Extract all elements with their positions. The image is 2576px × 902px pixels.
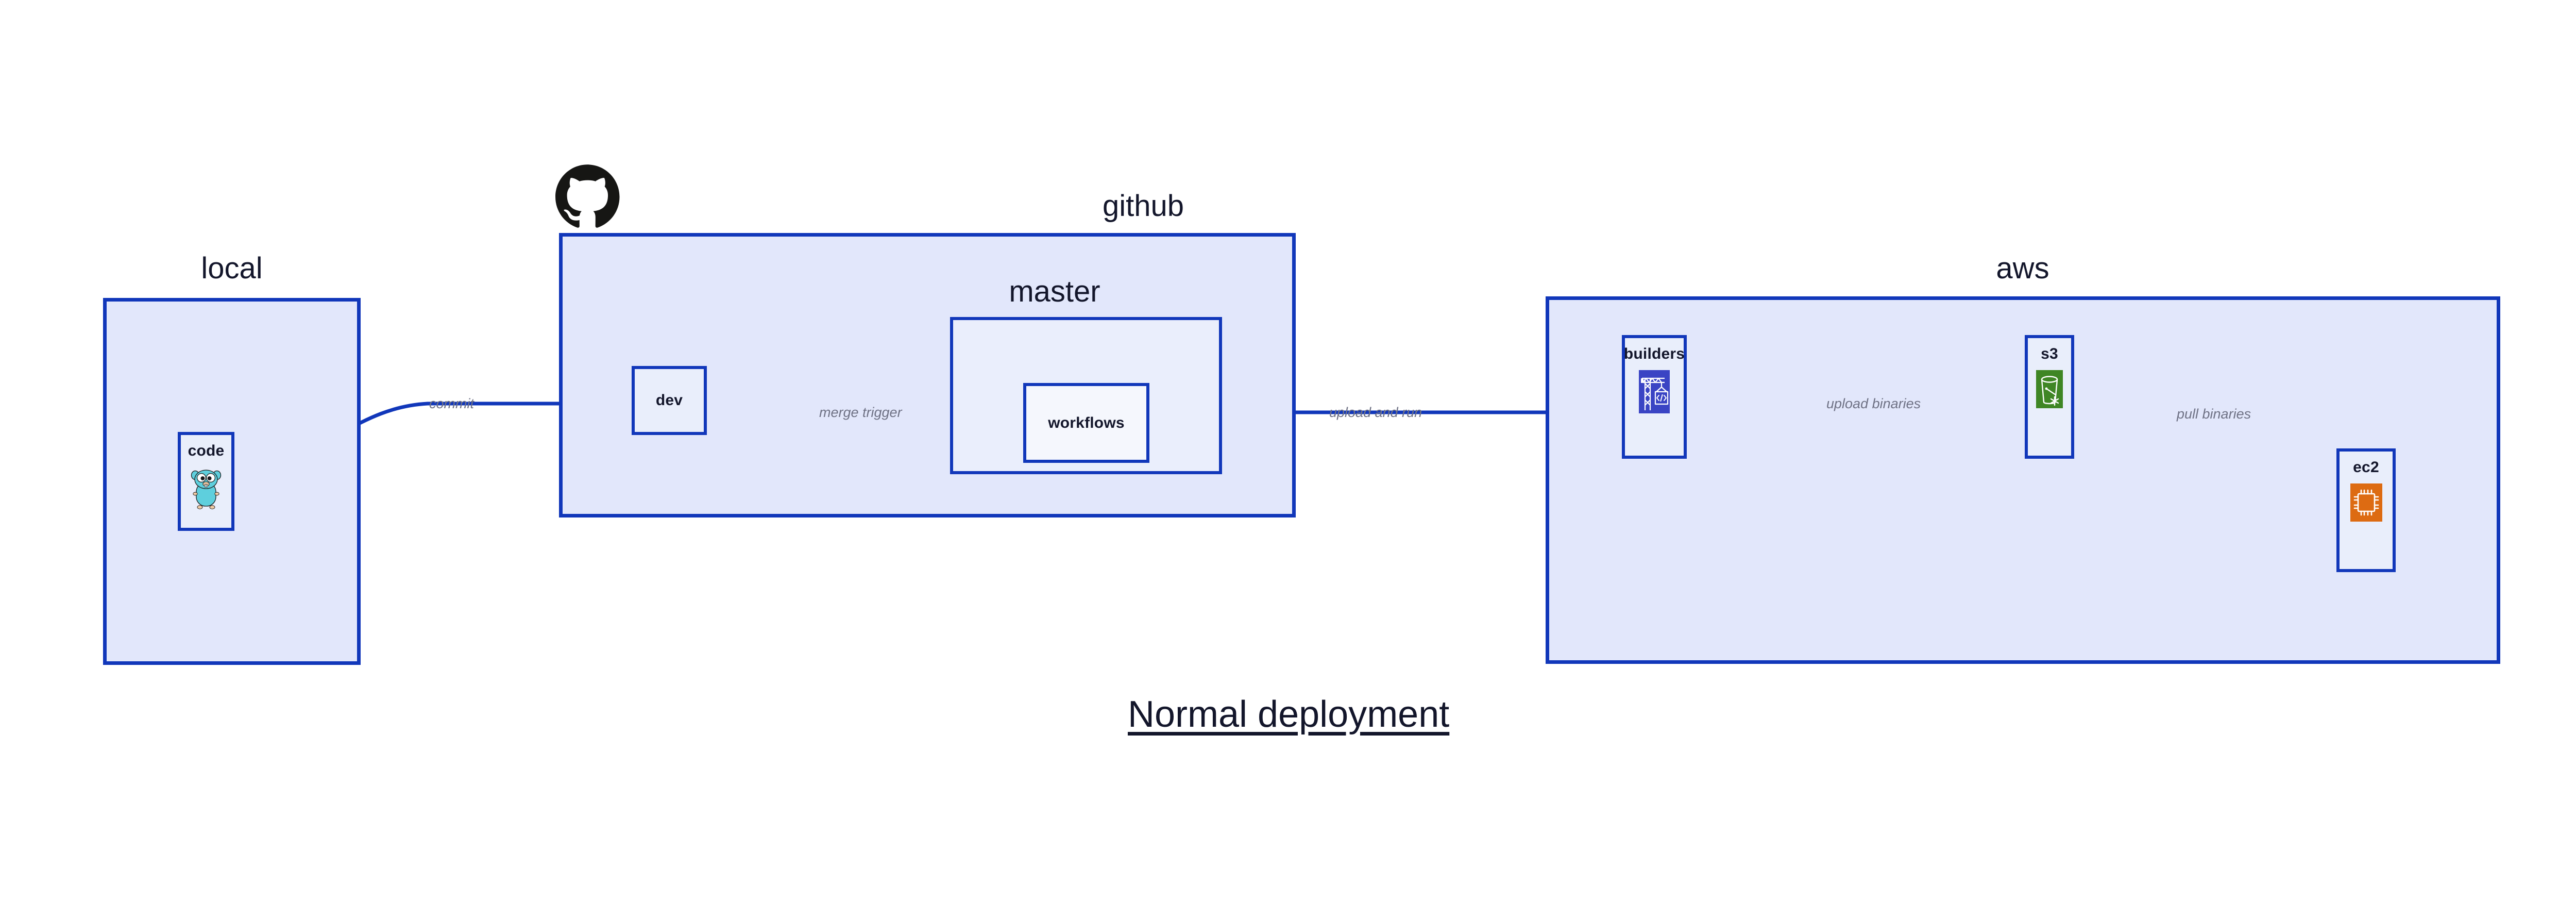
aws-s3-bucket-icon [2036, 370, 2063, 408]
node-label-ec2: ec2 [2353, 459, 2379, 476]
edge-label-commit: commit [429, 396, 474, 411]
node-ec2[interactable]: ec2 [2336, 448, 2396, 572]
node-label-code: code [188, 442, 225, 459]
node-label-workflows: workflows [1048, 414, 1125, 431]
group-label-master: master [1009, 275, 1100, 308]
github-logo-icon [555, 164, 620, 228]
edge-label-merge-trigger: merge trigger [819, 405, 902, 420]
node-label-builders: builders [1623, 345, 1685, 362]
node-dev[interactable]: dev [632, 366, 707, 435]
group-label-aws: aws [1996, 252, 2049, 285]
node-workflows[interactable]: workflows [1023, 383, 1149, 463]
aws-ec2-chip-icon [2350, 483, 2382, 522]
node-label-dev: dev [655, 392, 683, 409]
node-builders[interactable]: builders [1622, 335, 1687, 459]
node-label-s3: s3 [2041, 345, 2058, 362]
group-label-local: local [201, 252, 263, 285]
edge-label-upload-binaries: upload binaries [1826, 396, 1921, 411]
edge-label-upload-and-run: upload and run [1329, 405, 1422, 420]
edge-label-pull-binaries: pull binaries [2177, 406, 2251, 422]
group-label-github: github [1102, 189, 1184, 223]
node-code[interactable]: code [178, 432, 234, 531]
aws-crane-builders-icon [1639, 370, 1670, 413]
node-s3[interactable]: s3 [2025, 335, 2074, 459]
page-title: Normal deployment [1128, 694, 1450, 735]
go-gopher-icon [190, 467, 222, 511]
